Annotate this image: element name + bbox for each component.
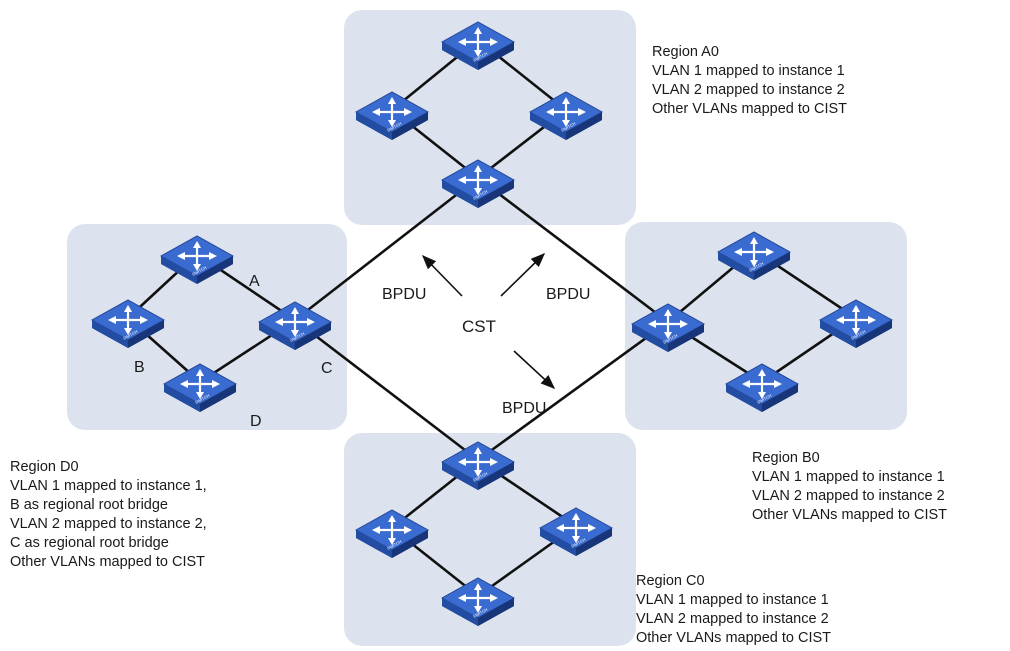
region-c0-box: [344, 433, 636, 646]
region-d0-box: [67, 224, 347, 430]
cst-link: [294, 176, 479, 322]
region-line: VLAN 2 mapped to instance 2: [652, 82, 845, 98]
region-backgrounds: [67, 10, 907, 646]
region-line: Other VLANs mapped to CIST: [10, 554, 206, 570]
node-label-d: D: [250, 413, 262, 430]
cst-link: [294, 318, 479, 462]
region-line: Other VLANs mapped to CIST: [636, 630, 832, 646]
node-label-a: A: [249, 273, 260, 290]
region-line: C as regional root bridge: [10, 535, 169, 551]
bpdu-arrows: [421, 252, 556, 389]
region-line: VLAN 2 mapped to instance 2: [752, 488, 945, 504]
arrow-icon: [513, 350, 556, 389]
cst-link: [477, 176, 669, 324]
arrow-icon: [421, 254, 463, 297]
region-line: B as regional root bridge: [10, 497, 168, 513]
node-label-b: B: [134, 359, 145, 376]
region-line: VLAN 1 mapped to instance 1: [652, 63, 845, 79]
region-line: Other VLANs mapped to CIST: [752, 507, 948, 523]
region-title: Region B0: [752, 450, 820, 466]
region-line: VLAN 1 mapped to instance 1,: [10, 478, 207, 494]
region-a0-description: Region A0 VLAN 1 mapped to instance 1 VL…: [652, 43, 847, 119]
bpdu-label: BPDU: [502, 400, 546, 417]
region-line: Other VLANs mapped to CIST: [652, 101, 848, 117]
region-b0-box: [625, 222, 907, 430]
region-d0-description: Region D0 VLAN 1 mapped to instance 1, B…: [10, 458, 207, 572]
node-label-c: C: [321, 360, 333, 377]
region-title: Region D0: [10, 459, 79, 475]
region-title: Region A0: [652, 44, 719, 60]
bpdu-label: BPDU: [382, 286, 426, 303]
region-a0-box: [344, 10, 636, 225]
cst-label: CST: [462, 317, 496, 336]
cst-link: [477, 320, 669, 462]
region-c0-description: Region C0 VLAN 1 mapped to instance 1 VL…: [636, 572, 831, 648]
region-line: VLAN 1 mapped to instance 1: [752, 469, 945, 485]
region-line: VLAN 2 mapped to instance 2: [636, 611, 829, 627]
diagram-labels: A B C D BPDU BPDU BPDU CST: [134, 273, 590, 430]
region-b0-description: Region B0 VLAN 1 mapped to instance 1 VL…: [752, 449, 947, 525]
region-title: Region C0: [636, 573, 705, 589]
bpdu-label: BPDU: [546, 286, 590, 303]
region-line: VLAN 1 mapped to instance 1: [636, 592, 829, 608]
arrow-icon: [500, 252, 546, 297]
region-line: VLAN 2 mapped to instance 2,: [10, 516, 207, 532]
